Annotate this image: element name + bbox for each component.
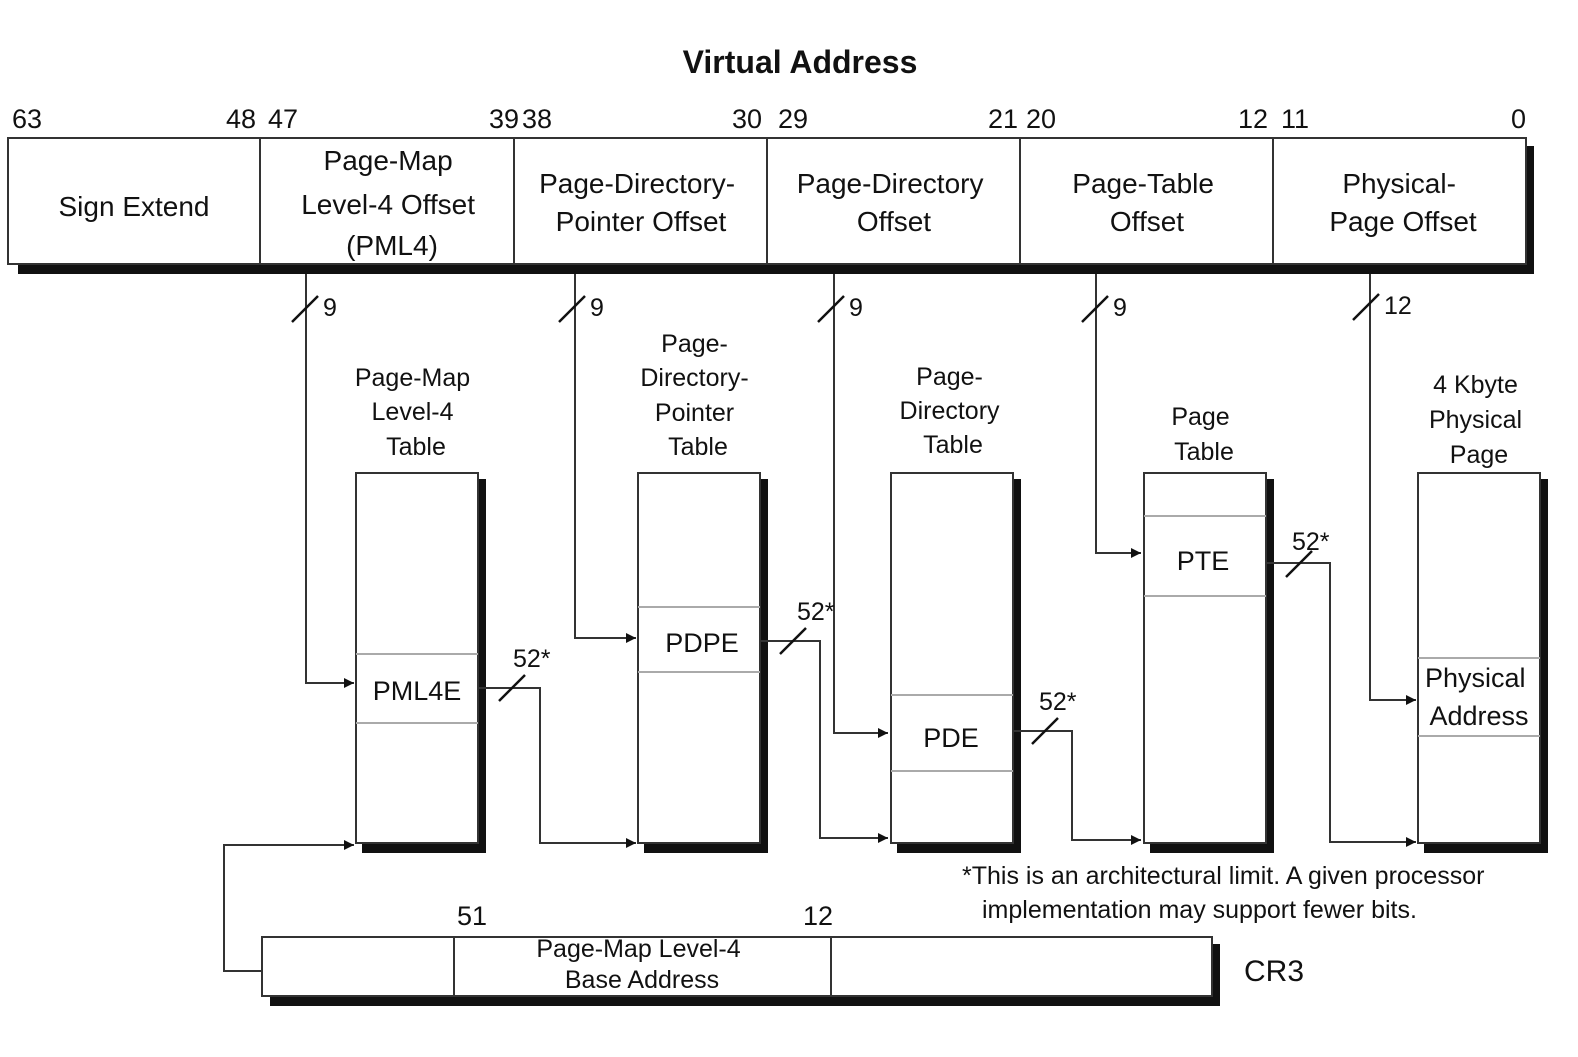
- bit-39: 39: [489, 104, 519, 134]
- title-pd-table: Page- Directory Table: [900, 363, 1007, 459]
- width-label-pdp: 9: [590, 294, 604, 322]
- page-table: PTE: [1143, 472, 1274, 853]
- title-physical-page: 4 Kbyte Physical Page: [1429, 371, 1529, 469]
- pd-table: PDE: [890, 472, 1021, 853]
- field-sign-extend: Sign Extend: [59, 191, 210, 222]
- bus-width-4: 52*: [1292, 528, 1330, 556]
- entry-pml4e: PML4E: [373, 676, 462, 706]
- cr3-bit-51: 51: [457, 901, 487, 931]
- field-pt-offset: Page-Table Offset: [1072, 168, 1221, 237]
- entry-pdpe: PDPE: [665, 628, 739, 658]
- bit-47: 47: [268, 104, 298, 134]
- bit-30: 30: [732, 104, 762, 134]
- index-lines: 9 9 9 9 12: [291, 274, 1416, 738]
- entry-pde: PDE: [923, 723, 979, 753]
- physical-page: Physical Address: [1417, 472, 1548, 853]
- width-label-pd: 9: [849, 294, 863, 322]
- bit-48: 48: [226, 104, 256, 134]
- cr3-register: 51 12 Page-Map Level-4 Base Address CR3: [223, 840, 1304, 1006]
- entry-pte: PTE: [1177, 546, 1230, 576]
- diagram-title: Virtual Address: [683, 44, 918, 80]
- title-pml4-table: Page-Map Level-4 Table: [355, 364, 477, 461]
- title-page-table: Page Table: [1171, 403, 1236, 466]
- bus-width-2: 52*: [797, 598, 835, 626]
- field-pml4-offset: Page-Map Level-4 Offset (PML4): [301, 145, 483, 261]
- width-label-offset: 12: [1384, 292, 1412, 320]
- base-address-buses: 52* 52* 52* 52*: [478, 528, 1416, 848]
- cr3-bit-12: 12: [803, 901, 833, 931]
- pml4-table: PML4E: [355, 472, 486, 853]
- bus-width-1: 52*: [513, 645, 551, 673]
- bit-20: 20: [1026, 104, 1056, 134]
- bit-numbers: 63 48 47 39 38 30 29 21 20 12 11 0: [12, 104, 1526, 134]
- field-physical-page-offset: Physical- Page Offset: [1329, 168, 1477, 237]
- bit-21: 21: [988, 104, 1018, 134]
- footnote: *This is an architectural limit. A given…: [962, 862, 1491, 924]
- field-pd-offset: Page-Directory Offset: [797, 168, 992, 237]
- table-titles: Page-Map Level-4 Table Page- Directory- …: [355, 330, 1529, 469]
- bus-width-3: 52*: [1039, 688, 1077, 716]
- bit-38: 38: [522, 104, 552, 134]
- cr3-base-address-field: Page-Map Level-4 Base Address: [536, 935, 747, 994]
- virtual-address-register: Sign Extend Page-Map Level-4 Offset (PML…: [7, 137, 1534, 274]
- field-pdp-offset: Page-Directory- Pointer Offset: [539, 168, 743, 237]
- bit-11: 11: [1281, 104, 1309, 134]
- bit-0: 0: [1511, 104, 1526, 134]
- width-label-pt: 9: [1113, 294, 1127, 322]
- title-pdp-table: Page- Directory- Pointer Table: [640, 330, 755, 461]
- width-label-pml4: 9: [323, 294, 337, 322]
- pdp-table: PDPE: [637, 472, 768, 853]
- entry-physical-address: Physical Address: [1425, 663, 1533, 731]
- bit-12: 12: [1238, 104, 1268, 134]
- cr3-label: CR3: [1244, 955, 1304, 988]
- bit-63: 63: [12, 104, 42, 134]
- bit-29: 29: [778, 104, 808, 134]
